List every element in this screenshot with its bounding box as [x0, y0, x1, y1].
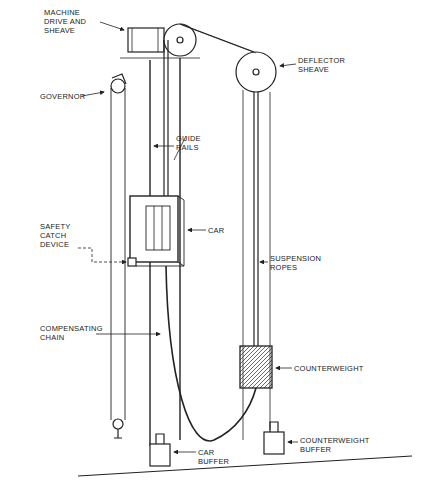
- car-buffer: [150, 444, 170, 466]
- governor-rope: [111, 88, 125, 420]
- tension-weight: [113, 419, 123, 429]
- governor: [111, 79, 125, 93]
- counterweight-buffer: [264, 432, 284, 454]
- part-label: CAR BUFFER: [198, 448, 242, 466]
- car: [130, 196, 178, 262]
- part-label: COUNTERWEIGHT: [294, 364, 374, 373]
- counterweight: [240, 346, 272, 388]
- safety-catch: [128, 258, 136, 266]
- pit-floor: [78, 456, 412, 476]
- deflector-sheave: [236, 52, 276, 92]
- part-label: GOVERNOR: [40, 92, 84, 101]
- suspension-rope: [254, 92, 258, 346]
- part-label: COUNTERWEIGHT BUFFER: [300, 436, 370, 454]
- machine-drive: [128, 28, 164, 52]
- part-label: MACHINE DRIVE AND SHEAVE: [44, 8, 102, 35]
- part-label: GUIDE RAILS: [176, 134, 210, 152]
- part-label: COMPENSATING CHAIN: [40, 324, 98, 342]
- leader-lines: [78, 22, 298, 452]
- part-label: DEFLECTOR SHEAVE: [298, 56, 348, 74]
- part-label: SAFETY CATCH DEVICE: [40, 222, 80, 249]
- part-label: CAR: [208, 226, 238, 235]
- car-rope: [164, 40, 168, 196]
- part-label: SUSPENSION ROPES: [270, 254, 330, 272]
